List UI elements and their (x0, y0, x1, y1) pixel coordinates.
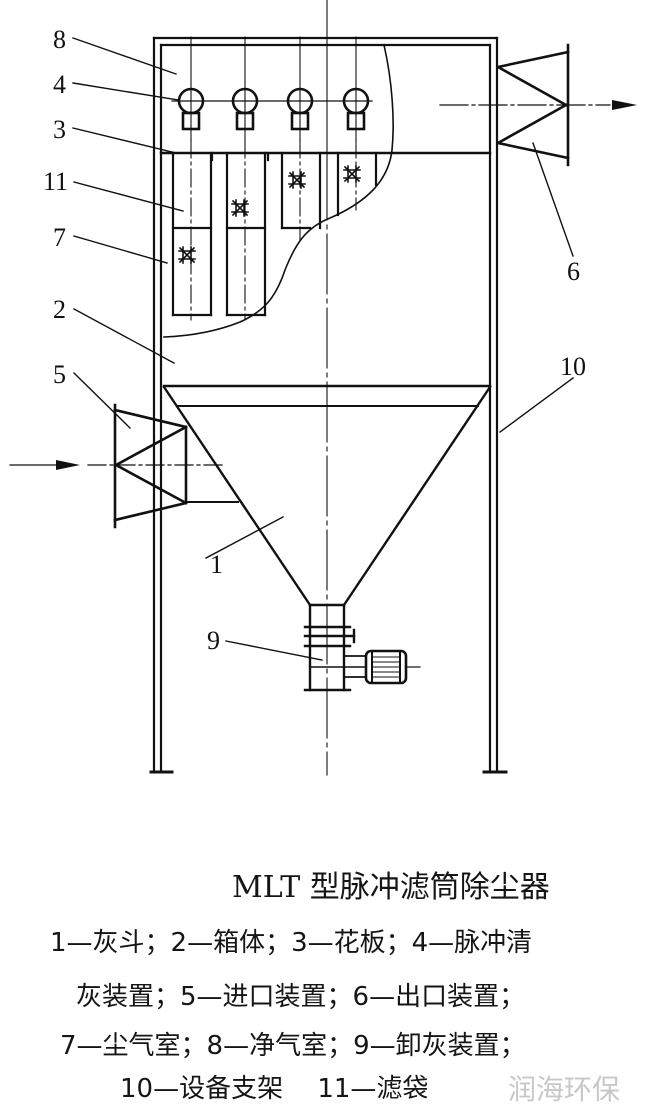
callout-2: 2 (53, 295, 66, 324)
ash-hopper (162, 384, 492, 607)
mesh-marks (178, 165, 361, 264)
callout-1: 1 (210, 550, 223, 579)
callout-11: 11 (43, 167, 68, 196)
support-frame (149, 36, 508, 774)
callout-6: 6 (567, 257, 580, 286)
callout-8: 8 (53, 25, 66, 54)
callout-10: 10 (560, 352, 586, 381)
filter-bags (171, 151, 378, 317)
callout-9: 9 (207, 626, 220, 655)
discharge-device (303, 603, 421, 692)
legend-line-4: 10—设备支架 11—滤袋 (120, 1074, 429, 1104)
legend-line-3: 7—尘气室；8—净气室；9—卸灰装置； (60, 1031, 526, 1061)
dust-collector-diagram: 8 4 3 11 7 2 5 6 10 1 9 (9, 0, 637, 776)
legend-line-1: 1—灰斗；2—箱体；3—花板；4—脉冲清 (50, 928, 533, 958)
callout-labels: 8 4 3 11 7 2 5 6 10 1 9 (43, 25, 586, 655)
cutaway-outline (163, 44, 394, 338)
legend-line-2: 灰装置；5—进口装置；6—出口装置； (76, 982, 526, 1012)
watermark: 润海环保 (508, 1073, 621, 1106)
leader-lines (72, 37, 574, 661)
callout-5: 5 (53, 360, 66, 389)
callout-7: 7 (53, 223, 66, 252)
callout-3: 3 (53, 115, 66, 144)
diagram-title: MLT 型脉冲滤筒除尘器 (232, 870, 550, 905)
inlet-device (113, 403, 239, 529)
callout-4: 4 (53, 70, 66, 99)
pulse-cleaning-device (171, 87, 373, 131)
